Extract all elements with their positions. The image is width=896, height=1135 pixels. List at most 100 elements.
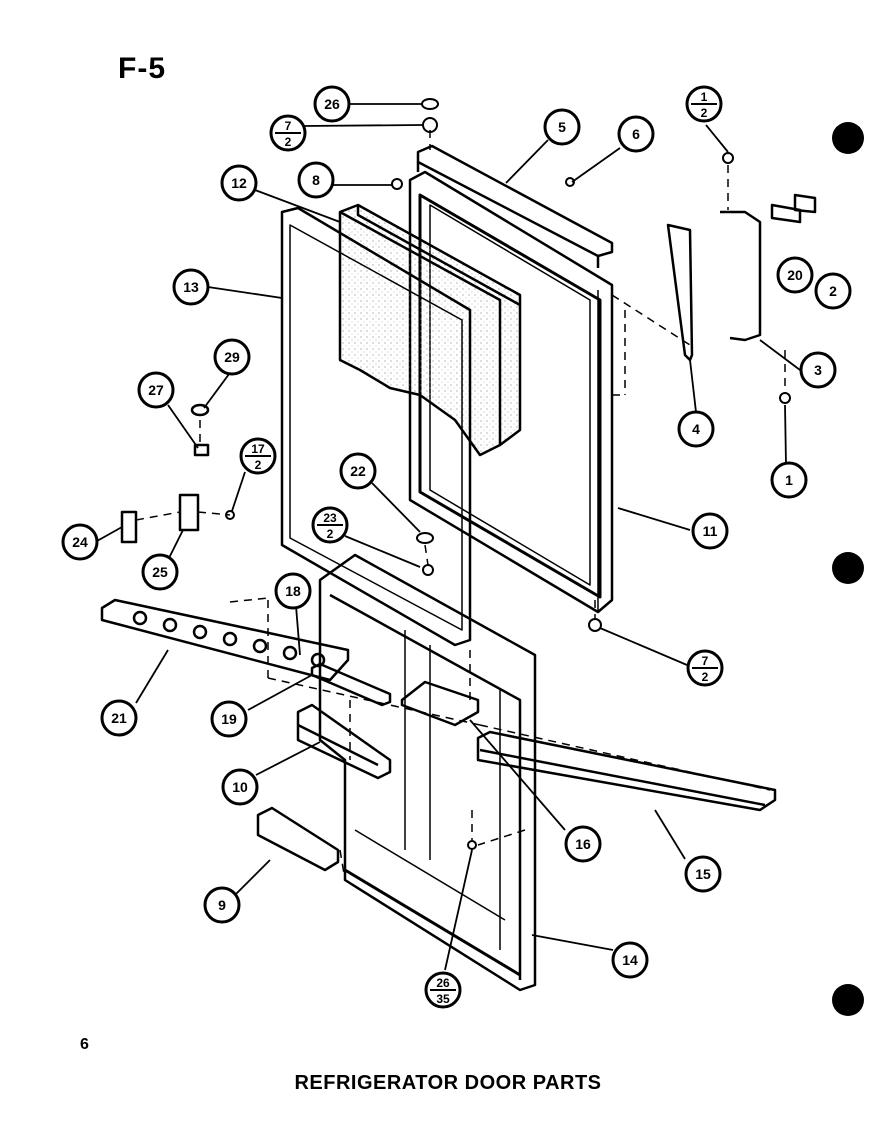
figure-label: F-5 bbox=[118, 52, 166, 85]
callout-circle bbox=[776, 256, 814, 294]
lower-door-liner-part bbox=[318, 553, 537, 992]
left-hinge-parts bbox=[120, 403, 210, 544]
callout-circle bbox=[141, 553, 179, 591]
binder-hole-bottom bbox=[832, 984, 864, 1016]
callout-number: 22 bbox=[350, 463, 366, 479]
callout-number: 5 bbox=[558, 119, 566, 135]
callout-number: 3 bbox=[814, 362, 822, 378]
lower-door-bin-part bbox=[256, 806, 340, 872]
callout-circle bbox=[297, 161, 335, 199]
callout-number: 1 bbox=[785, 472, 793, 488]
leader-lines bbox=[96, 103, 801, 971]
callout-c24: 24 bbox=[61, 523, 99, 561]
callout-number: 10 bbox=[232, 779, 248, 795]
callout-number: 2 bbox=[702, 670, 709, 684]
callout-number: 1 bbox=[701, 90, 708, 104]
page-title: REFRIGERATOR DOOR PARTS bbox=[294, 1072, 602, 1094]
callout-number: 16 bbox=[575, 836, 591, 852]
callout-c26a: 26 bbox=[313, 85, 351, 123]
callout-circle bbox=[770, 461, 808, 499]
shelf-bar-part bbox=[310, 662, 392, 707]
callout-number: 27 bbox=[148, 382, 164, 398]
callout-circle bbox=[213, 338, 251, 376]
callout-circle bbox=[274, 572, 312, 610]
callout-number: 15 bbox=[695, 866, 711, 882]
callout-c4: 4 bbox=[677, 410, 715, 448]
callout-c2: 2 bbox=[814, 272, 852, 310]
callout-c20: 20 bbox=[776, 256, 814, 294]
callout-number: 25 bbox=[152, 564, 168, 580]
callout-number: 4 bbox=[692, 421, 700, 437]
callout-c16: 16 bbox=[564, 825, 602, 863]
callout-number: 21 bbox=[111, 710, 127, 726]
callout-number: 18 bbox=[285, 583, 301, 599]
callout-circle bbox=[611, 941, 649, 979]
callout-c25: 25 bbox=[141, 553, 179, 591]
callout-circle bbox=[684, 855, 722, 893]
callout-c7_2b: 72 bbox=[686, 649, 724, 687]
page-number: 6 bbox=[80, 1036, 89, 1053]
callout-c3: 3 bbox=[799, 351, 837, 389]
callout-c17_2: 172 bbox=[239, 437, 277, 475]
callout-c6: 6 bbox=[617, 115, 655, 153]
callout-number: 7 bbox=[285, 119, 292, 133]
callout-c12: 12 bbox=[220, 164, 258, 202]
callout-number: 2 bbox=[285, 135, 292, 149]
callout-number: 2 bbox=[701, 106, 708, 120]
callout-circle bbox=[691, 512, 729, 550]
callout-c27: 27 bbox=[137, 371, 175, 409]
top-trim-part bbox=[416, 144, 614, 268]
callout-number: 11 bbox=[703, 523, 718, 539]
callout-number: 2 bbox=[829, 283, 837, 299]
callout-circle bbox=[564, 825, 602, 863]
callout-c10: 10 bbox=[221, 768, 259, 806]
callout-number: 20 bbox=[787, 267, 803, 283]
callout-circle bbox=[799, 351, 837, 389]
callout-c22: 22 bbox=[339, 452, 377, 490]
binder-hole-top bbox=[832, 122, 864, 154]
callout-number: 14 bbox=[622, 952, 638, 968]
callout-circle bbox=[339, 452, 377, 490]
callout-c9: 9 bbox=[203, 886, 241, 924]
callout-circle bbox=[137, 371, 175, 409]
callout-c19: 19 bbox=[210, 700, 248, 738]
callout-c18: 18 bbox=[274, 572, 312, 610]
callout-circle bbox=[100, 699, 138, 737]
callout-number: 2 bbox=[327, 527, 334, 541]
callout-number: 19 bbox=[221, 711, 237, 727]
callout-c11: 11 bbox=[691, 512, 729, 550]
bracket-part bbox=[476, 730, 777, 812]
callout-c13: 13 bbox=[172, 268, 210, 306]
callout-number: 24 bbox=[72, 534, 88, 550]
shelf-clip-part bbox=[400, 680, 480, 727]
callout-number: 13 bbox=[183, 279, 199, 295]
callout-c21: 21 bbox=[100, 699, 138, 737]
callout-number: 29 bbox=[224, 349, 240, 365]
callout-number: 8 bbox=[312, 172, 320, 188]
callout-circle bbox=[203, 886, 241, 924]
callout-c14: 14 bbox=[611, 941, 649, 979]
callout-circle bbox=[313, 85, 351, 123]
callout-c7_2a: 72 bbox=[269, 114, 307, 152]
callout-number: 9 bbox=[218, 897, 226, 913]
insulation-block-part bbox=[338, 203, 522, 457]
callout-number: 12 bbox=[231, 175, 247, 191]
door-gasket-part bbox=[280, 206, 472, 647]
binder-hole-middle bbox=[832, 552, 864, 584]
callout-circle bbox=[814, 272, 852, 310]
egg-tray-part bbox=[100, 598, 350, 682]
callout-number: 17 bbox=[251, 442, 265, 456]
callout-c5: 5 bbox=[543, 108, 581, 146]
callout-circle bbox=[617, 115, 655, 153]
callout-circle bbox=[221, 768, 259, 806]
callout-circle bbox=[172, 268, 210, 306]
callout-number: 26 bbox=[324, 96, 340, 112]
callout-circle bbox=[543, 108, 581, 146]
door-bin-part bbox=[296, 703, 392, 780]
callout-circle bbox=[677, 410, 715, 448]
callout-number: 26 bbox=[436, 976, 450, 990]
callout-number: 2 bbox=[255, 458, 262, 472]
callout-c29: 29 bbox=[213, 338, 251, 376]
